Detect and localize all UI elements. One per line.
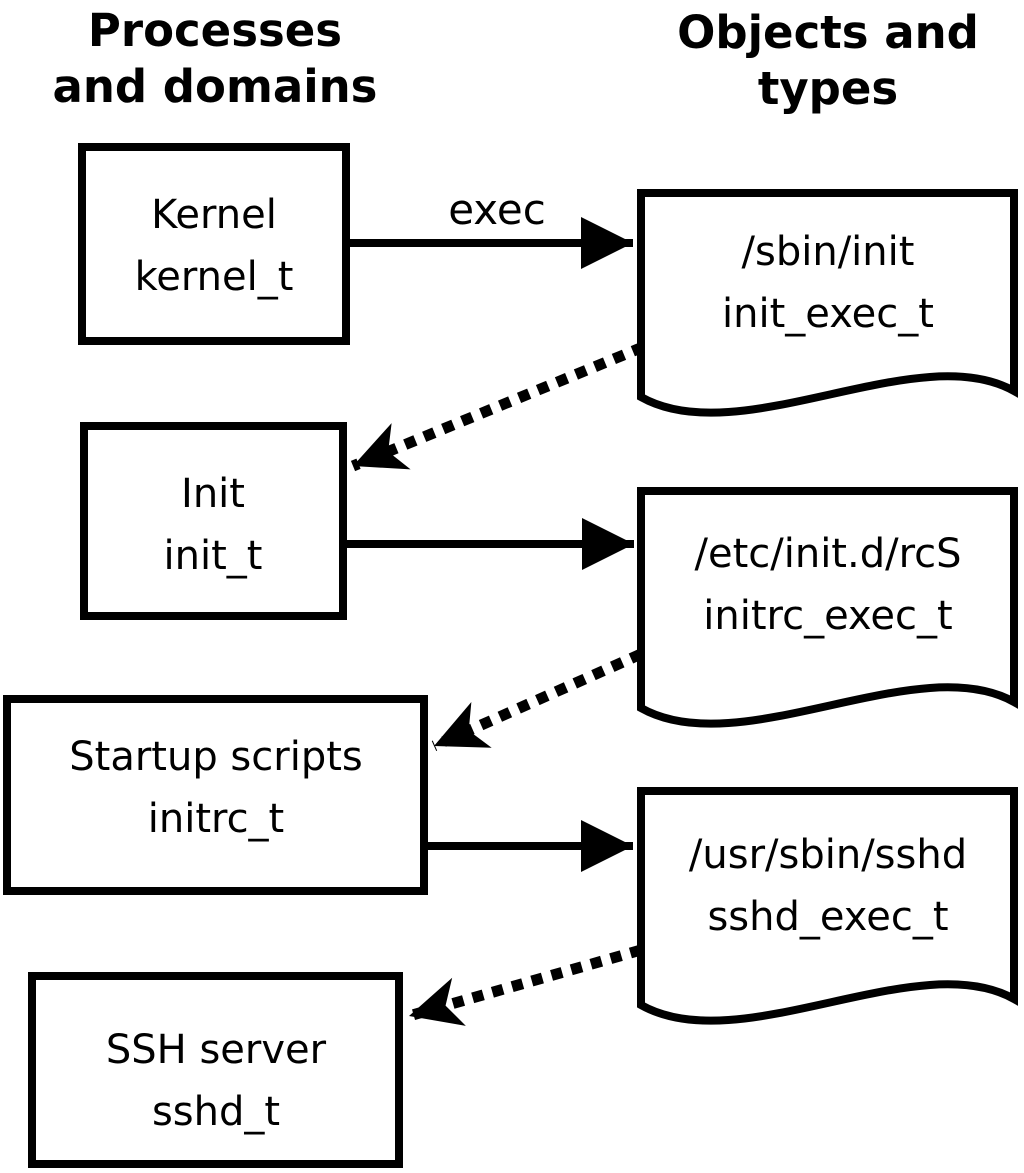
left-column-title-line1: Processes: [88, 4, 342, 57]
object-node-sbin-init: /sbin/init init_exec_t: [637, 189, 1018, 417]
object-doc-usr-sbin-sshd: [637, 787, 1018, 1025]
object-doc-etc-initd-rcs: [637, 487, 1018, 728]
process-type-kernel: kernel_t: [135, 254, 294, 300]
exec-arrow-kernel-to-sbin-init: exec: [346, 185, 633, 269]
process-box-startup-scripts: [3, 695, 428, 895]
process-label-kernel: Kernel: [151, 192, 277, 238]
process-type-init: init_t: [164, 533, 263, 579]
object-node-etc-initd-rcs: /etc/init.d/rcS initrc_exec_t: [637, 487, 1018, 728]
exec-arrow-label: exec: [448, 185, 546, 234]
right-column-title-line1: Objects and: [677, 6, 979, 59]
process-type-startup-scripts: initrc_t: [148, 796, 285, 842]
process-box-kernel: [78, 143, 350, 345]
process-type-ssh-server: sshd_t: [152, 1089, 280, 1135]
object-doc-sbin-init: [637, 189, 1018, 417]
object-type-etc-initd-rcs: initrc_exec_t: [703, 593, 952, 639]
process-box-init: [80, 422, 347, 620]
process-box-ssh-server: [28, 972, 403, 1168]
object-node-usr-sbin-sshd: /usr/sbin/sshd sshd_exec_t: [637, 787, 1018, 1025]
transition-arrow-rcs-to-startup: [431, 648, 644, 752]
transition-arrow-sbin-init-to-init: [350, 341, 646, 472]
process-label-init: Init: [181, 471, 245, 517]
object-type-usr-sbin-sshd: sshd_exec_t: [707, 894, 948, 940]
process-node-ssh-server: SSH server sshd_t: [28, 972, 403, 1168]
process-node-startup-scripts: Startup scripts initrc_t: [3, 695, 428, 895]
transition-arrow-sshd-exec-to-ssh-server: [407, 944, 643, 1026]
right-column-title-line2: types: [758, 62, 898, 115]
object-path-etc-initd-rcs: /etc/init.d/rcS: [694, 531, 961, 577]
left-column-title-line2: and domains: [53, 60, 378, 113]
process-label-ssh-server: SSH server: [106, 1027, 327, 1073]
process-node-kernel: Kernel kernel_t: [78, 143, 350, 345]
process-label-startup-scripts: Startup scripts: [69, 734, 362, 780]
object-path-sbin-init: /sbin/init: [742, 229, 915, 275]
object-type-sbin-init: init_exec_t: [722, 291, 934, 337]
object-path-usr-sbin-sshd: /usr/sbin/sshd: [689, 832, 967, 878]
process-node-init: Init init_t: [80, 422, 347, 620]
